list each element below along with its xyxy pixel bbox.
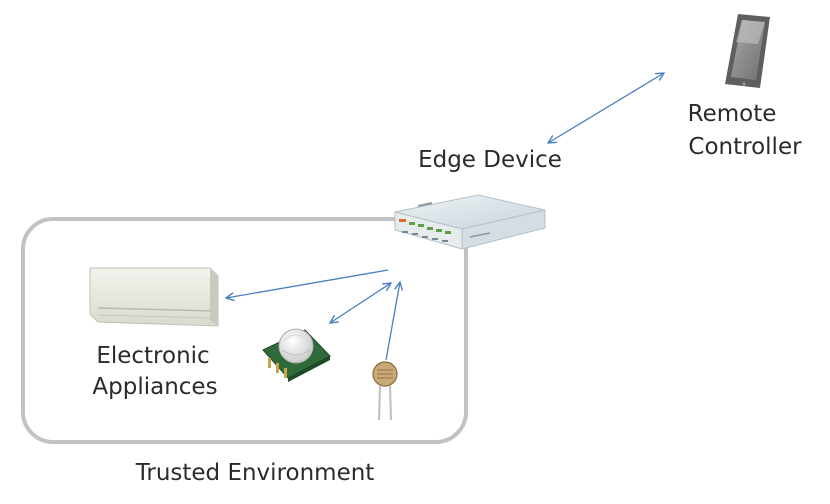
remote-controller-label-line2: Controller (688, 134, 802, 160)
router-icon (394, 194, 546, 250)
link-edge-motion-sensor (330, 283, 391, 323)
tablet-icon (725, 14, 770, 88)
trusted-environment-label: Trusted Environment (135, 460, 375, 486)
link-light-sensor-edge (385, 282, 400, 361)
edge-device-label: Edge Device (418, 147, 562, 173)
electronic-appliances-label-line1: Electronic (96, 343, 209, 369)
air-conditioner-icon (89, 267, 219, 327)
remote-controller-label-line1: Remote (688, 101, 777, 127)
link-edge-appliance (226, 269, 389, 298)
trusted-environment-boundary (21, 217, 468, 444)
photoresistor-icon (372, 361, 398, 421)
link-edge-remote (548, 73, 664, 143)
electronic-appliances-label-line2: Appliances (92, 374, 217, 400)
pir-motion-sensor-icon (262, 328, 331, 382)
